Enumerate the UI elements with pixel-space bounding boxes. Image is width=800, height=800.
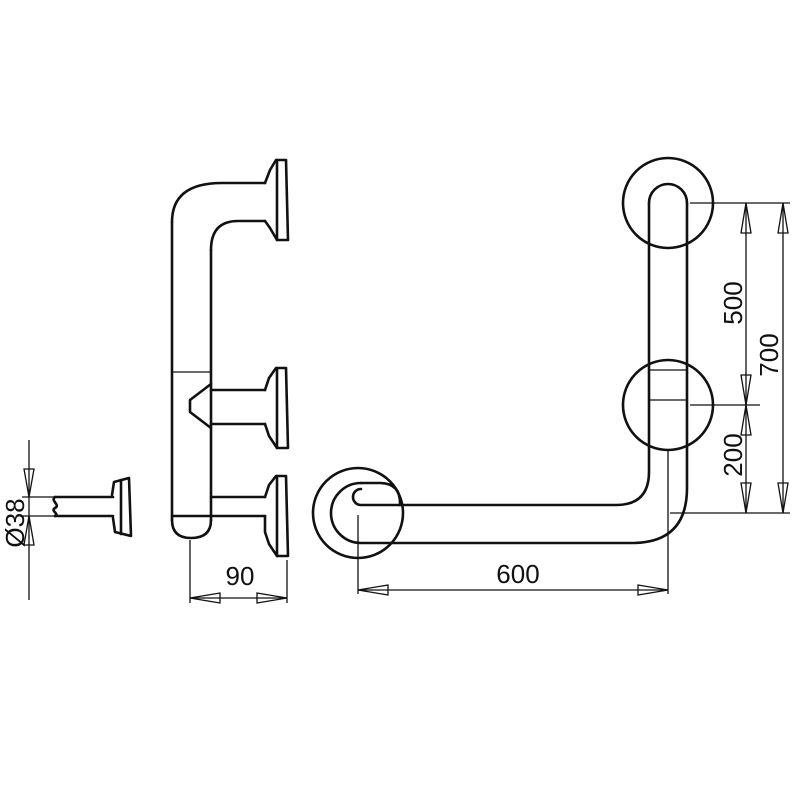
dim-600-arrow-right: [637, 584, 669, 596]
section-flange: [110, 476, 133, 538]
dim-600-arrow-left: [357, 584, 389, 596]
depth-arrow-left: [189, 592, 221, 604]
front-left-end-cap: [359, 481, 402, 507]
front-tube-inner: [351, 201, 651, 507]
front-tube-top-end: [647, 182, 689, 205]
side-bottom-end: [170, 518, 213, 540]
side-bottom-flange: [263, 474, 290, 558]
tube-section-view: Ø38: [0, 440, 133, 600]
depth-label: 90: [226, 561, 255, 591]
side-top-flange: [263, 158, 290, 242]
front-tube-outer: [329, 201, 689, 545]
section-break-line: [52, 495, 59, 518]
diameter-arrow-bottom: [23, 515, 35, 546]
diameter-arrow-top: [23, 468, 35, 498]
dim-200-arrow-bottom: [740, 482, 752, 514]
side-top-bend-outer: [170, 181, 267, 224]
dim-500-label: 500: [718, 281, 748, 324]
dim-500-arrow-top: [740, 202, 752, 234]
dim-500-arrow-bottom: [740, 374, 752, 406]
dim-200-arrow-top: [740, 404, 752, 436]
side-elevation-view: 90: [170, 158, 290, 604]
dim-700-arrow-top: [777, 202, 789, 234]
dim-600-label: 600: [496, 559, 539, 589]
dim-700-label: 700: [754, 333, 784, 376]
dim-200-label: 200: [718, 433, 748, 476]
front-elevation-view: 500 200 700 600: [311, 156, 790, 596]
side-middle-stub: [188, 382, 213, 430]
side-top-bend-inner: [209, 219, 267, 252]
depth-arrow-right: [256, 592, 288, 604]
dim-700-arrow-bottom: [777, 482, 789, 514]
side-middle-flange: [263, 366, 290, 450]
diameter-label: Ø38: [0, 498, 30, 547]
